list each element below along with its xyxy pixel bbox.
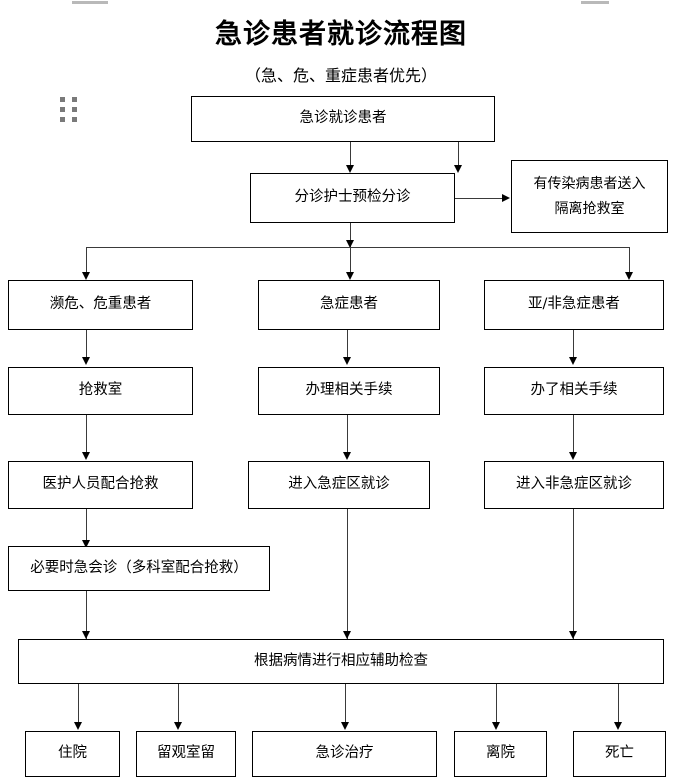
node-outcome-treatment[interactable]: 急诊治疗 — [252, 731, 437, 777]
arrowhead-category-urgent — [346, 272, 354, 280]
node-formalities-urgent[interactable]: 办理相关手续 — [258, 367, 440, 415]
connector-critical-resus — [86, 330, 88, 360]
node-isolation-line1: 有传染病患者送入 — [533, 176, 646, 192]
connector-exam-observation — [178, 684, 180, 726]
node-triage[interactable]: 分诊护士预检分诊 — [250, 173, 455, 223]
handle-dot — [60, 97, 65, 102]
node-category-critical[interactable]: 濒危、危重患者 — [8, 280, 193, 330]
arrowhead-category-critical — [82, 272, 90, 280]
node-outcome-discharge[interactable]: 离院 — [454, 731, 547, 777]
node-outcome-admit[interactable]: 住院 — [25, 731, 120, 777]
connector-exam-admit — [78, 684, 80, 726]
arrowhead-staff-consult — [82, 540, 90, 548]
connector-urgentzone-exam — [347, 509, 349, 639]
node-resus-room[interactable]: 抢救室 — [8, 367, 193, 415]
node-staff-rescue[interactable]: 医护人员配合抢救 — [8, 461, 193, 509]
node-enter-urgent-zone[interactable]: 进入急症区就诊 — [248, 461, 430, 509]
connector-intake-triage — [350, 142, 352, 166]
arrowhead-urgent-formalities — [343, 357, 351, 365]
arrowhead-triage-isolation — [502, 194, 510, 202]
connector-bus-categories — [86, 247, 630, 249]
connector-bus-drop-right — [629, 247, 631, 277]
handle-dot — [72, 117, 77, 122]
connector-triage-bus — [350, 223, 352, 247]
arrowhead-category-nonurgent — [625, 272, 633, 280]
connector-exam-death — [618, 684, 620, 726]
connector-nonurgent-formalities — [573, 330, 575, 360]
drag-handle-icon[interactable] — [60, 97, 77, 122]
page-subtitle: （急、危、重症患者优先） — [244, 66, 437, 85]
handle-dot — [60, 117, 65, 122]
arrowhead-triage-bus — [346, 240, 354, 248]
node-outcome-death[interactable]: 死亡 — [573, 731, 666, 777]
node-isolation[interactable]: 有传染病患者送入 隔离抢救室 — [511, 160, 668, 233]
connector-formalities-urgentzone — [347, 415, 349, 453]
handle-dot — [72, 107, 77, 112]
node-enter-nonurgent-zone[interactable]: 进入非急症区就诊 — [484, 461, 664, 509]
node-formalities-nonurgent[interactable]: 办了相关手续 — [484, 367, 664, 415]
arrowhead-formalities-nonurgentzone — [569, 452, 577, 460]
connector-urgent-formalities — [347, 330, 349, 360]
node-auxiliary-exam[interactable]: 根据病情进行相应辅助检查 — [18, 639, 664, 684]
ruler-mark-left — [72, 1, 108, 4]
arrowhead-critical-resus — [82, 357, 90, 365]
connector-resus-staff — [86, 415, 88, 453]
arrowhead-consult-exam — [82, 631, 90, 639]
connector-bus-drop-left — [86, 247, 88, 277]
arrowhead-nonurgentzone-exam — [569, 631, 577, 639]
connector-consult-exam — [86, 591, 88, 639]
arrowhead-exam-admit — [74, 722, 82, 730]
arrowhead-formalities-urgentzone — [343, 452, 351, 460]
node-category-urgent[interactable]: 急症患者 — [258, 280, 440, 330]
connector-staff-consult — [86, 509, 88, 547]
connector-intake-triage-right — [458, 142, 460, 166]
node-isolation-line2: 隔离抢救室 — [554, 200, 625, 217]
arrowhead-exam-discharge — [492, 722, 500, 730]
handle-dot — [72, 97, 77, 102]
arrowhead-exam-treatment — [341, 722, 349, 730]
arrowhead-exam-observation — [174, 722, 182, 730]
handle-dot — [60, 107, 65, 112]
node-intake[interactable]: 急诊就诊患者 — [191, 96, 495, 142]
connector-nonurgentzone-exam — [573, 509, 575, 639]
arrowhead-intake-triage — [346, 165, 354, 173]
ruler-mark-right — [581, 1, 609, 4]
connector-exam-discharge — [496, 684, 498, 726]
node-emergency-consult[interactable]: 必要时急会诊（多科室配合抢救） — [8, 546, 270, 591]
connector-bus-drop-center — [350, 247, 352, 277]
connector-exam-treatment — [345, 684, 347, 726]
arrowhead-urgentzone-exam — [343, 631, 351, 639]
node-outcome-observation[interactable]: 留观室留 — [136, 731, 236, 777]
arrowhead-nonurgent-formalities — [569, 357, 577, 365]
connector-triage-isolation — [455, 198, 503, 200]
node-category-nonurgent[interactable]: 亚/非急症患者 — [484, 280, 664, 330]
arrowhead-resus-staff — [82, 452, 90, 460]
page-title: 急诊患者就诊流程图 — [215, 19, 467, 50]
arrowhead-exam-death — [614, 722, 622, 730]
connector-formalities-nonurgentzone — [573, 415, 575, 453]
arrowhead-intake-triage-right — [454, 165, 462, 173]
